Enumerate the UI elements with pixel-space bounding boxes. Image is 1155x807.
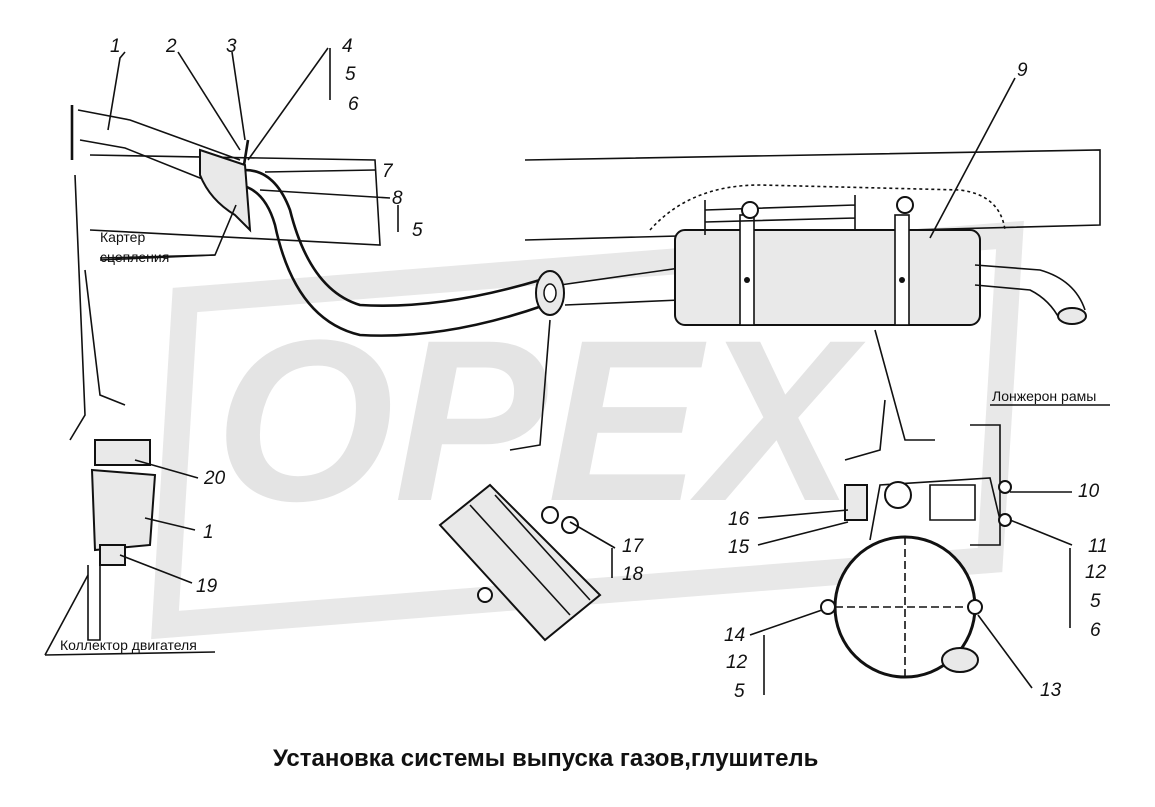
- callout-6a: 6: [348, 94, 359, 115]
- callout-12b: 12: [726, 652, 748, 673]
- callout-1: 1: [110, 36, 121, 57]
- callout-12a: 12: [1085, 562, 1107, 583]
- callout-3: 3: [226, 36, 237, 57]
- callout-18: 18: [622, 564, 644, 585]
- pipe-clamp-detail: [438, 483, 602, 642]
- callout-11: 11: [1088, 536, 1108, 557]
- callout-5c: 5: [1090, 591, 1101, 612]
- manifold-clamp-detail: [87, 439, 157, 641]
- watermark: OPEX: [151, 220, 1024, 640]
- callout-8: 8: [392, 188, 403, 209]
- callout-9: 9: [1017, 60, 1028, 81]
- front-pipe: [70, 105, 681, 337]
- callout-16: 16: [728, 509, 750, 530]
- callout-19: 19: [196, 576, 218, 597]
- label-clutch-housing-line1: Картер: [100, 229, 145, 245]
- callout-4: 4: [342, 36, 353, 57]
- callout-1b: 1: [203, 522, 214, 543]
- diagram-caption: Установка системы выпуска газов,глушител…: [273, 745, 818, 772]
- label-frame-rail: Лонжерон рамы: [992, 388, 1096, 404]
- callout-6b: 6: [1090, 620, 1101, 641]
- label-clutch-housing-line2: сцепления: [100, 249, 169, 265]
- callout-10: 10: [1078, 481, 1100, 502]
- callout-14: 14: [724, 625, 745, 646]
- callout-5d: 5: [734, 681, 745, 702]
- watermark-text: OPEX: [215, 292, 866, 549]
- callout-7: 7: [382, 161, 394, 182]
- pipe-joint-flange: [535, 270, 565, 316]
- callout-13: 13: [1040, 680, 1062, 701]
- muffler-section-detail: [820, 424, 1012, 679]
- callout-17: 17: [622, 536, 645, 557]
- callout-20: 20: [203, 468, 226, 489]
- stud: [242, 139, 250, 166]
- hanger-lines: [69, 174, 935, 461]
- callout-numbers: 1 2 3 4 5 6 7 8 5 9 20 1 19 17 18 16 15 …: [110, 36, 1108, 702]
- callout-15: 15: [728, 537, 750, 558]
- part-labels: Картер сцепления Лонжерон рамы Коллектор…: [60, 229, 1096, 653]
- callout-5a: 5: [345, 64, 356, 85]
- callout-2: 2: [165, 36, 177, 57]
- leader-lines: [44, 47, 1110, 695]
- muffler: [674, 195, 1087, 326]
- callout-5b: 5: [412, 220, 423, 241]
- label-engine-manifold: Коллектор двигателя: [60, 637, 197, 653]
